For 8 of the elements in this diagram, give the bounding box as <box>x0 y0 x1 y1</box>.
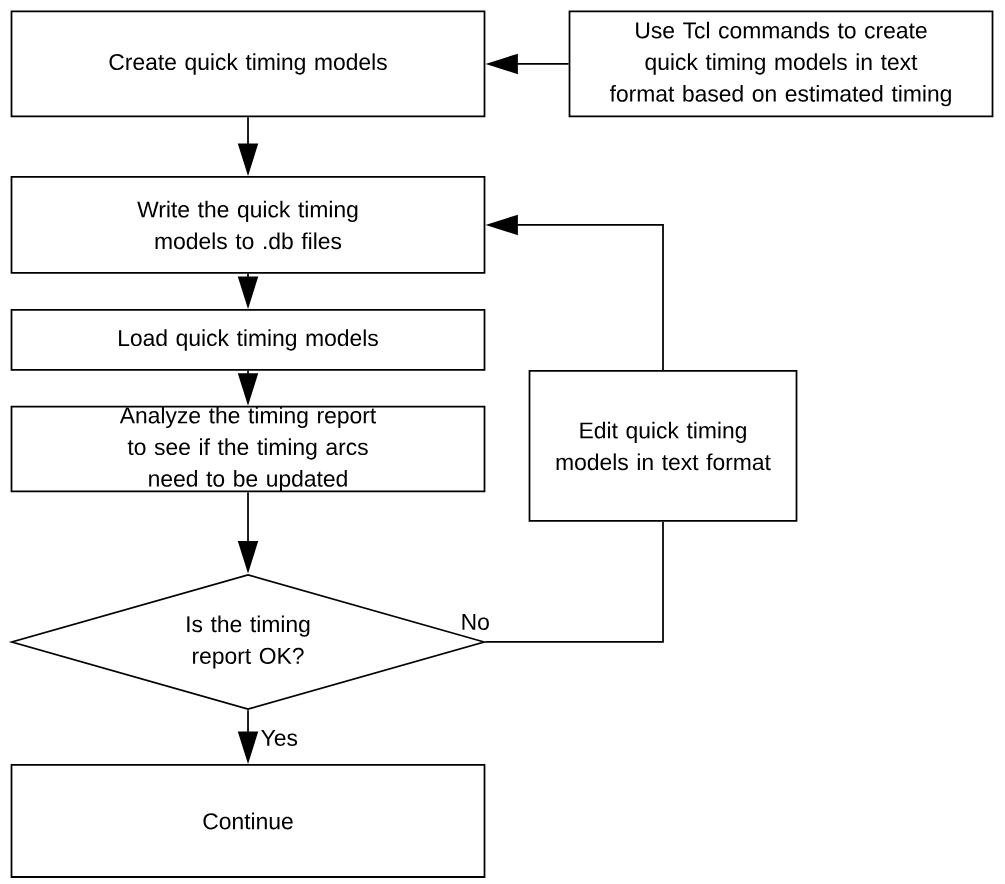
process-box: Analyze the timing report to see if the timing arcs need to be updated <box>10 405 486 493</box>
process-box: Create quick timing models <box>10 10 486 118</box>
edge-label: Yes <box>258 728 300 748</box>
process-box: Load quick timing models <box>10 309 486 371</box>
process-box: Continue <box>10 764 486 878</box>
process-box: Write the quick timing models to .db files <box>10 176 486 274</box>
process-box: Use Tcl commands to create quick timing models in text format based on estimated timing <box>568 10 994 118</box>
process-box: Edit quick timing models in text format <box>528 370 798 522</box>
